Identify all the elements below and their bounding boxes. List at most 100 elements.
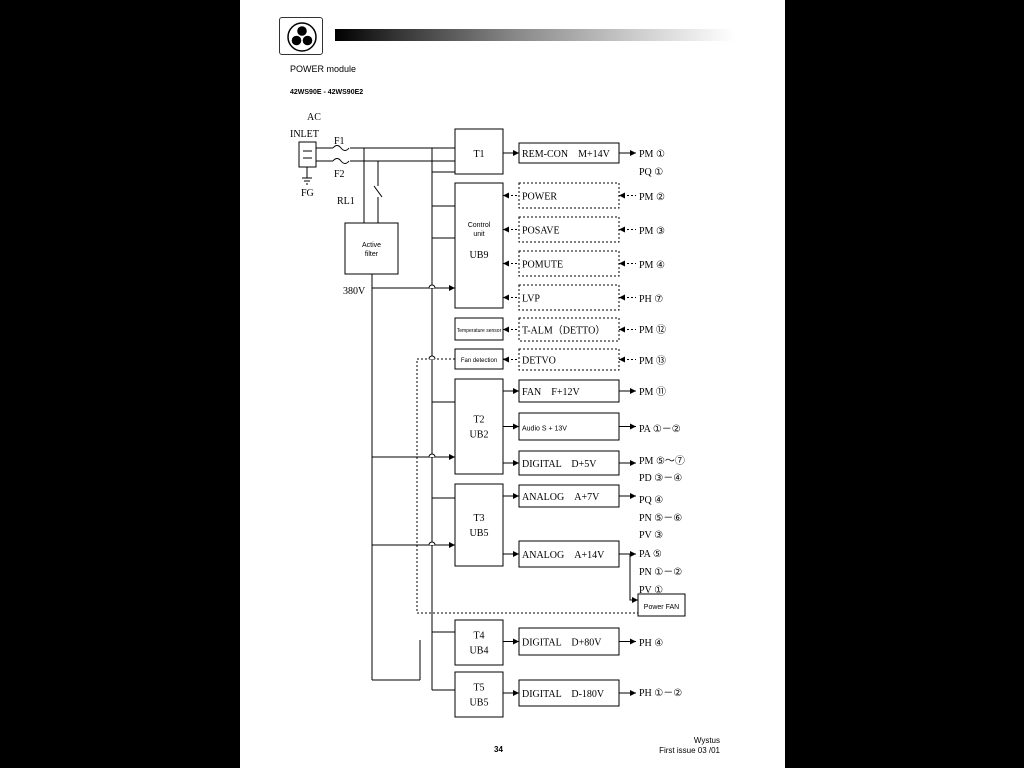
rail-box — [518, 412, 620, 441]
rl1-label: RL1 — [337, 196, 355, 207]
power-module-block-diagram: ACINLETFGF1F2RL1Activefilter380VT1Contro… — [290, 112, 686, 718]
ub-label: UB5 — [470, 528, 489, 539]
rail-destination: PN ①－② — [639, 567, 682, 578]
rail-box — [518, 450, 620, 476]
rail-destination: PD ③－④ — [639, 473, 682, 484]
active-filter-label: filter — [365, 251, 379, 258]
transformer-box — [454, 671, 504, 718]
arrow-head — [630, 551, 636, 557]
footer-brand: Wystus — [693, 736, 720, 745]
rail-box — [518, 540, 620, 568]
header-gradient-bar — [335, 29, 735, 41]
rail-label: DIGITAL D+80V — [522, 638, 602, 649]
t1-label: T1 — [473, 149, 484, 160]
rail-destination: PH ①－② — [639, 688, 682, 699]
rail-destination: PH ④ — [639, 638, 663, 649]
rail-box — [518, 317, 620, 342]
active-filter-label: Active — [362, 242, 381, 249]
arrow-head — [630, 638, 636, 645]
arrow-head — [503, 326, 509, 333]
transformer-label: T5 — [473, 683, 484, 694]
rail-destination: PM ⑬ — [639, 355, 666, 367]
arrow-head — [619, 294, 625, 301]
rail-label: POSAVE — [522, 226, 560, 237]
arrow-head — [449, 542, 455, 548]
arrow-head — [619, 192, 625, 199]
dc-bus-label: 380V — [343, 286, 366, 297]
transformer-label: T2 — [473, 415, 484, 426]
rail-destination: PM ① — [639, 149, 665, 160]
page-number: 34 — [494, 745, 503, 754]
wire-crossover — [428, 453, 436, 458]
document-title: POWER module — [290, 64, 357, 74]
ac-inlet-connector — [298, 141, 317, 168]
t1-box — [454, 128, 504, 175]
rail-destination: PM ③ — [639, 226, 665, 237]
fg-label: FG — [301, 188, 314, 199]
rail-box — [518, 679, 620, 707]
fuse-f2 — [332, 158, 350, 164]
rail-destination: PM ② — [639, 192, 665, 203]
fuse-f1-label: F1 — [334, 136, 345, 147]
rail-box — [518, 216, 620, 243]
rail-label: DIGITAL D-180V — [522, 689, 605, 700]
ub-label: UB2 — [470, 430, 489, 441]
transformer-box — [454, 378, 504, 475]
control-unit-label: unit — [473, 231, 484, 238]
t1-to-control — [431, 171, 455, 207]
power-fan-feed — [629, 554, 638, 601]
wire-crossover — [428, 284, 436, 289]
arrow-head — [630, 493, 636, 499]
rail-box — [518, 348, 620, 371]
arrow-head — [449, 454, 455, 460]
fuse-f2-label: F2 — [334, 169, 345, 180]
rail-destination: PA ①－② — [639, 424, 681, 435]
rail-label: LVP — [522, 294, 540, 305]
arrow-head — [619, 226, 625, 233]
rail-label: DETVO — [522, 356, 556, 367]
control-unit-box — [454, 182, 504, 309]
rail-label: DIGITAL D+5V — [522, 459, 597, 470]
transformer-box — [454, 619, 504, 666]
arrow-head — [513, 638, 519, 645]
rail-label: Audio S + 13V — [522, 426, 567, 433]
arrow-head — [503, 226, 509, 233]
rail-destination: PH ⑦ — [639, 294, 663, 305]
rail-destination: PV ① — [639, 585, 663, 596]
arrow-head — [619, 356, 625, 363]
rail-box — [518, 284, 620, 311]
ub9-label: UB9 — [470, 250, 489, 261]
rail-label: POWER — [522, 192, 557, 203]
rail-label: T-ALM（DETTO） — [522, 325, 605, 337]
arrow-head — [513, 690, 519, 696]
control-unit-label: Control — [468, 222, 491, 229]
arrow-head — [619, 260, 625, 267]
arrow-head — [513, 493, 519, 499]
arrow-head — [630, 423, 636, 430]
rail-destination: PV ③ — [639, 530, 663, 541]
arrow-head — [503, 192, 509, 199]
transformer-box — [454, 483, 504, 567]
wire-crossover — [428, 541, 436, 546]
rail-destination: PM ④ — [639, 260, 665, 271]
ub-label: UB5 — [470, 698, 489, 709]
arrow-head — [513, 551, 519, 557]
active-filter-box — [344, 222, 399, 275]
rail-destination: PN ⑤－⑥ — [639, 513, 682, 524]
rail-label: POMUTE — [522, 260, 563, 271]
logo — [279, 17, 323, 55]
arrow-head — [630, 150, 636, 156]
arrow-head — [503, 294, 509, 301]
rail-destination: PM ⑫ — [639, 324, 666, 336]
arrow-head — [632, 597, 638, 603]
ub-label: UB4 — [470, 646, 489, 657]
arrow-head — [513, 388, 519, 394]
fuse-f1 — [332, 145, 350, 151]
arrow-head — [513, 423, 519, 430]
fan-detection-label: Fan detection — [461, 358, 497, 364]
transformer-label: T4 — [473, 631, 484, 642]
transformer-label: T3 — [473, 513, 484, 524]
rail-label: FAN F+12V — [522, 387, 580, 398]
inlet-label: INLET — [290, 129, 319, 140]
